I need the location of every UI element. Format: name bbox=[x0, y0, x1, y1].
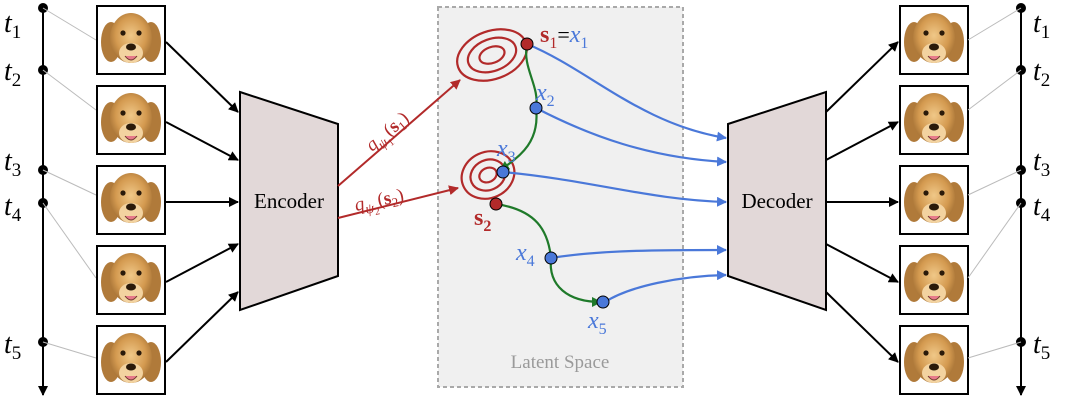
left-connector-4 bbox=[42, 202, 97, 279]
posterior-arrow-2 bbox=[337, 185, 459, 219]
contour-1-inner bbox=[478, 45, 506, 65]
right-connector-3 bbox=[967, 169, 1022, 196]
decoder-trapezoid bbox=[727, 90, 827, 312]
right-time-label-5: t5 bbox=[1033, 329, 1050, 364]
right-time-label-4: t4 bbox=[1033, 191, 1051, 226]
left-connector-5 bbox=[42, 341, 97, 359]
contour-1-mid bbox=[466, 36, 518, 74]
state-s1-label: s1=x1 bbox=[540, 22, 588, 52]
input-dog-image-4 bbox=[96, 245, 166, 315]
output-dog-image-5 bbox=[899, 325, 969, 395]
blue-arrow-x2 bbox=[535, 107, 727, 167]
dec-arrow-2 bbox=[825, 121, 899, 161]
right-connector-2 bbox=[967, 69, 1022, 111]
contour-2-inner bbox=[478, 166, 498, 184]
left-time-label-1: t1 bbox=[4, 8, 21, 43]
dec-arrow-1 bbox=[825, 41, 899, 113]
latent-label-x2: x2 bbox=[535, 80, 555, 110]
trajectory-seg-3 bbox=[495, 202, 553, 259]
enc-arrow-2 bbox=[165, 121, 239, 161]
output-dog-image-4 bbox=[899, 245, 969, 315]
encoder-label: Encoder bbox=[254, 189, 324, 213]
encoder-input-arrows bbox=[165, 41, 239, 363]
right-time-label-1: t1 bbox=[1033, 8, 1050, 43]
right-connector-4 bbox=[967, 202, 1022, 279]
decoder-block: Decoder bbox=[727, 90, 827, 312]
input-images bbox=[96, 5, 166, 395]
input-dog-image-5 bbox=[96, 325, 166, 395]
encoder-block: Encoder bbox=[239, 90, 339, 312]
gaussian-contours-2 bbox=[460, 150, 516, 200]
latent-label-x5: x5 bbox=[587, 308, 607, 338]
trajectory-seg-4 bbox=[549, 257, 602, 307]
latent-points bbox=[489, 37, 610, 309]
input-dog-image-3 bbox=[96, 165, 166, 235]
right-timeline: t1 t2 t3 t4 t5 bbox=[967, 3, 1051, 396]
left-time-label-3: t3 bbox=[4, 146, 21, 181]
right-time-label-3: t3 bbox=[1033, 146, 1050, 181]
left-timeline: t1 t2 t3 t4 t5 bbox=[4, 3, 97, 396]
posterior-label-2: qψ2(s2) bbox=[353, 185, 407, 222]
left-connector-2 bbox=[42, 69, 97, 111]
input-dog-image-1 bbox=[96, 5, 166, 75]
posterior-arrow-1 bbox=[337, 79, 461, 187]
dec-arrow-4 bbox=[825, 243, 899, 283]
decoder-input-arrows bbox=[502, 42, 727, 303]
blue-arrow-x3 bbox=[502, 170, 727, 207]
left-time-label-2: t2 bbox=[4, 56, 21, 91]
dec-arrow-5 bbox=[825, 291, 899, 363]
latent-label-x3: x3 bbox=[496, 136, 516, 166]
posterior-arrows: qψ1(s1) qψ2(s2) bbox=[337, 79, 461, 222]
trajectory-seg-2 bbox=[499, 107, 538, 171]
latent-space-label: Latent Space bbox=[511, 352, 610, 373]
state-s2-label: s2 bbox=[474, 205, 491, 235]
posterior-label-1: qψ1(s1) bbox=[362, 108, 417, 161]
encoder-trapezoid bbox=[239, 90, 339, 312]
latent-point-x5 bbox=[596, 295, 610, 309]
latent-point-x4 bbox=[544, 251, 558, 265]
output-dog-image-2 bbox=[899, 85, 969, 155]
blue-arrow-x5 bbox=[604, 270, 727, 303]
right-connector-1 bbox=[967, 7, 1022, 41]
enc-arrow-1 bbox=[165, 41, 239, 113]
right-time-label-2: t2 bbox=[1033, 56, 1050, 91]
blue-arrow-x4 bbox=[550, 245, 727, 260]
left-time-label-5: t5 bbox=[4, 329, 21, 364]
left-time-label-4: t4 bbox=[4, 191, 22, 226]
input-dog-image-2 bbox=[96, 85, 166, 155]
output-dog-image-1 bbox=[899, 5, 969, 75]
right-connector-5 bbox=[967, 341, 1022, 359]
decoder-output-arrows bbox=[825, 41, 899, 363]
output-images bbox=[899, 5, 969, 395]
left-connector-3 bbox=[42, 169, 97, 196]
enc-arrow-4 bbox=[165, 243, 239, 283]
latent-trajectory bbox=[495, 43, 602, 307]
latent-label-x4: x4 bbox=[515, 240, 535, 270]
latent-point-x2 bbox=[529, 101, 543, 115]
output-dog-image-3 bbox=[899, 165, 969, 235]
decoder-label: Decoder bbox=[741, 189, 812, 213]
blue-arrow-x1 bbox=[526, 42, 727, 142]
left-connector-1 bbox=[42, 7, 97, 41]
latent-labels: s1=x1 x2 x3 s2 x4 x5 bbox=[474, 22, 607, 338]
state-s1-point bbox=[520, 37, 534, 51]
enc-arrow-5 bbox=[165, 291, 239, 363]
contour-2-outer bbox=[460, 150, 516, 200]
state-s2-point bbox=[489, 197, 503, 211]
latent-point-x3 bbox=[496, 165, 510, 179]
